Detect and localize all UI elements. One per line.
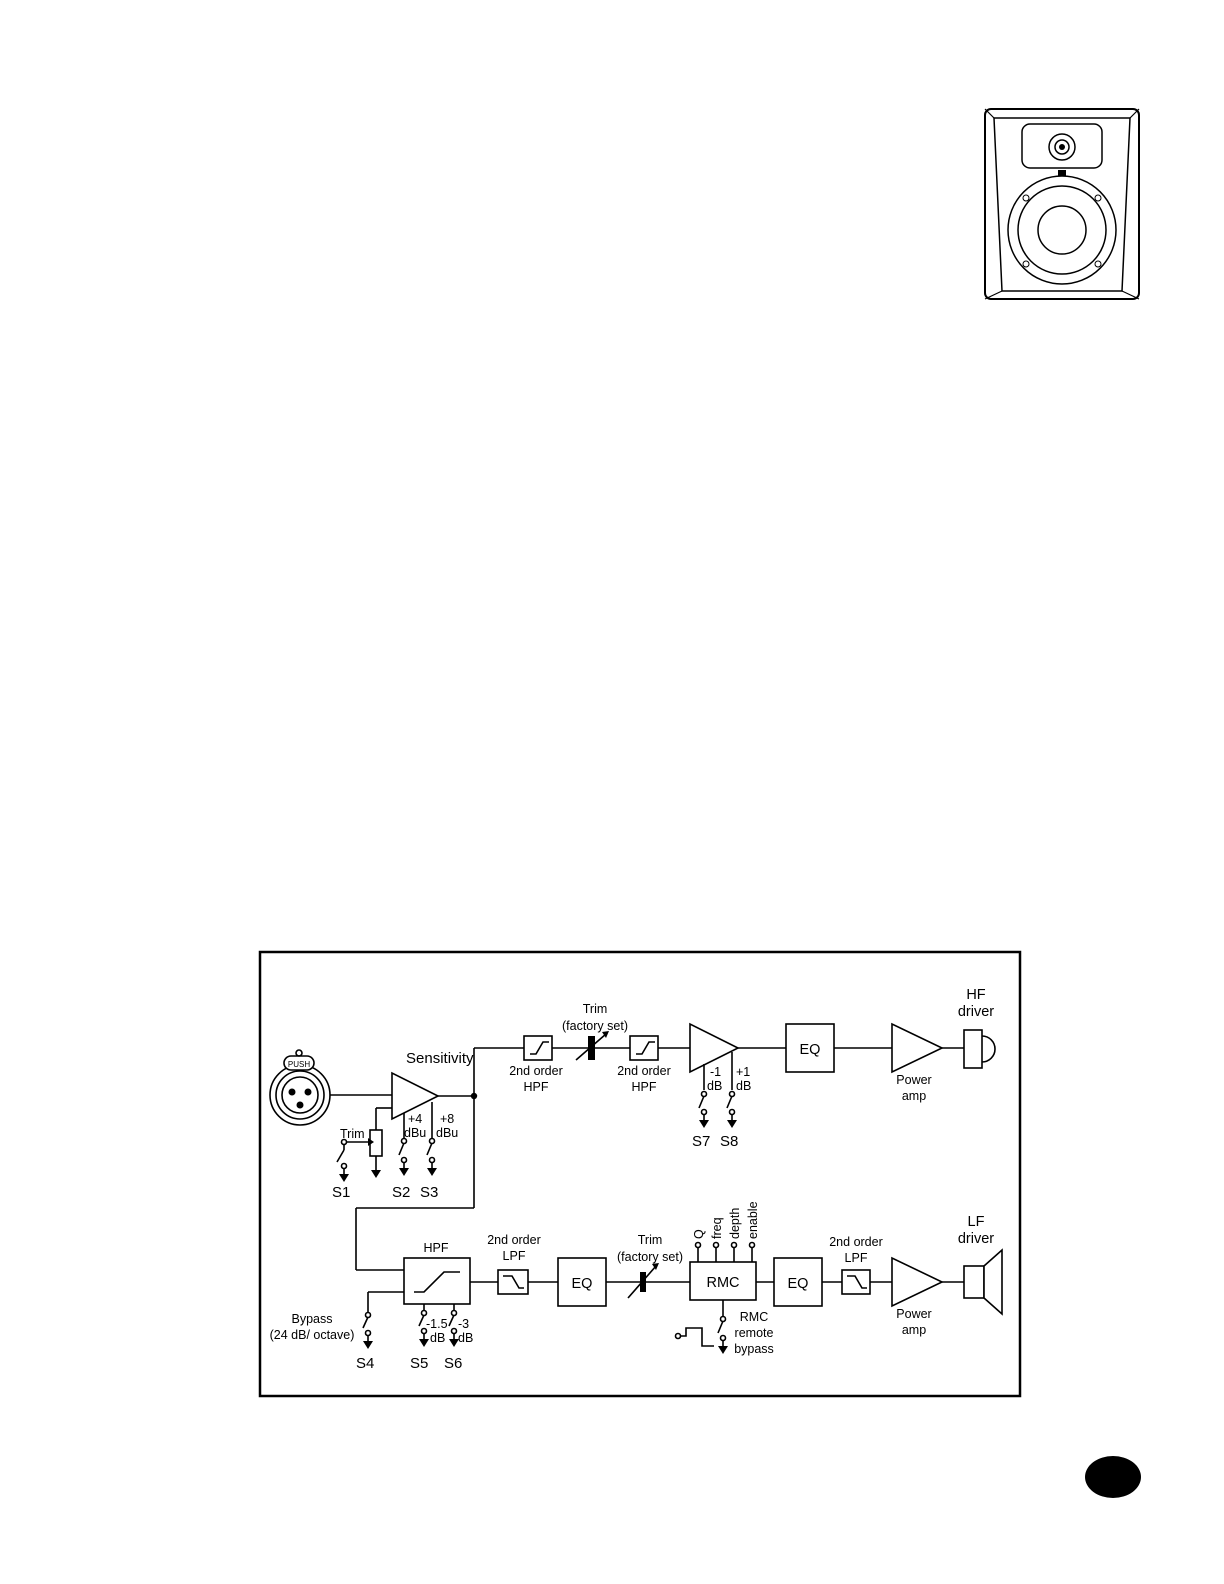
hf-amp-opt-b-line1: +1 <box>736 1065 750 1079</box>
lf-trim-line1: Trim <box>638 1233 663 1247</box>
lf-lpf2-line2: LPF <box>845 1251 868 1265</box>
hf-hpf2-line2: HPF <box>632 1080 657 1094</box>
hf-trim-line1: Trim <box>583 1002 608 1016</box>
sens-opt-b-line1: +8 <box>440 1112 454 1126</box>
push-label: PUSH <box>288 1060 310 1069</box>
lf-power-line1: Power <box>896 1307 931 1321</box>
speaker-illustration <box>982 106 1142 302</box>
rmc-input-depth: depth <box>728 1208 742 1239</box>
lf-opt-b-line1: -3 <box>458 1317 469 1331</box>
lf-trim-line2: (factory set) <box>617 1250 683 1264</box>
switch-s7-label: S7 <box>692 1133 710 1150</box>
rmc-input-freq: freq <box>710 1217 724 1239</box>
lf-eq1-label: EQ <box>572 1276 593 1292</box>
sens-opt-b-line2: dBu <box>436 1126 458 1140</box>
switch-s6-label: S6 <box>444 1355 462 1372</box>
hf-trim-line2: (factory set) <box>562 1019 628 1033</box>
lf-power-line2: amp <box>902 1323 926 1337</box>
switch-s5-label: S5 <box>410 1355 428 1372</box>
lf-eq2-label: EQ <box>788 1276 809 1292</box>
signal-flow-diagram: PUSH Sensitivity Trim S1 +4 dBu S2 +8 dB… <box>258 950 1022 1398</box>
lf-opt-a-line2: dB <box>430 1331 445 1345</box>
hf-amp-opt-a-line1: -1 <box>710 1065 721 1079</box>
hf-amp-opt-a-line2: dB <box>707 1079 722 1093</box>
lf-driver-line2: driver <box>958 1231 994 1247</box>
switch-s8-label: S8 <box>720 1133 738 1150</box>
lf-hpf-label: HPF <box>424 1241 449 1255</box>
sens-opt-a-line1: +4 <box>408 1112 422 1126</box>
rmc-input-enable: enable <box>746 1201 760 1239</box>
hf-hpf1-block <box>524 1036 552 1060</box>
hf-amp-opt-b-line2: dB <box>736 1079 751 1093</box>
woofer-icon <box>1008 176 1116 284</box>
switch-s1-label: S1 <box>332 1184 350 1201</box>
lf-opt-b-line2: dB <box>458 1331 473 1345</box>
lf-driver-line1: LF <box>968 1214 985 1230</box>
sens-opt-a-line2: dBu <box>404 1126 426 1140</box>
hf-power-line1: Power <box>896 1073 931 1087</box>
lf-lpf1-block <box>498 1270 528 1294</box>
hf-power-line2: amp <box>902 1089 926 1103</box>
hf-hpf2-block <box>630 1036 658 1060</box>
hf-driver-line1: HF <box>966 987 985 1003</box>
page-number-badge <box>1085 1456 1141 1498</box>
bypass-line2: (24 dB/ octave) <box>270 1328 355 1342</box>
lf-opt-a-line1: -1.5 <box>426 1317 448 1331</box>
lf-lpf1-line1: 2nd order <box>487 1233 541 1247</box>
switch-s4-label: S4 <box>356 1355 374 1372</box>
sensitivity-title: Sensitivity <box>406 1050 474 1067</box>
hf-hpf1-line2: HPF <box>524 1080 549 1094</box>
bypass-line1: Bypass <box>292 1312 333 1326</box>
rmc-remote-line3: bypass <box>734 1342 774 1356</box>
lf-trim-icon <box>640 1272 646 1292</box>
rmc-input-q: Q <box>692 1229 706 1239</box>
rmc-remote-line1: RMC <box>740 1310 768 1324</box>
hf-hpf1-line1: 2nd order <box>509 1064 563 1078</box>
hf-hpf2-line1: 2nd order <box>617 1064 671 1078</box>
lf-lpf2-line1: 2nd order <box>829 1235 883 1249</box>
rmc-remote-line2: remote <box>735 1326 774 1340</box>
lf-hpf-block <box>404 1258 470 1304</box>
switch-s2-label: S2 <box>392 1184 410 1201</box>
hf-eq-label: EQ <box>800 1042 821 1058</box>
tweeter-icon <box>1022 124 1102 176</box>
lf-lpf2-block <box>842 1270 870 1294</box>
lf-lpf1-line2: LPF <box>503 1249 526 1263</box>
switch-s3-label: S3 <box>420 1184 438 1201</box>
rmc-label: RMC <box>706 1275 739 1291</box>
hf-driver-line2: driver <box>958 1004 994 1020</box>
